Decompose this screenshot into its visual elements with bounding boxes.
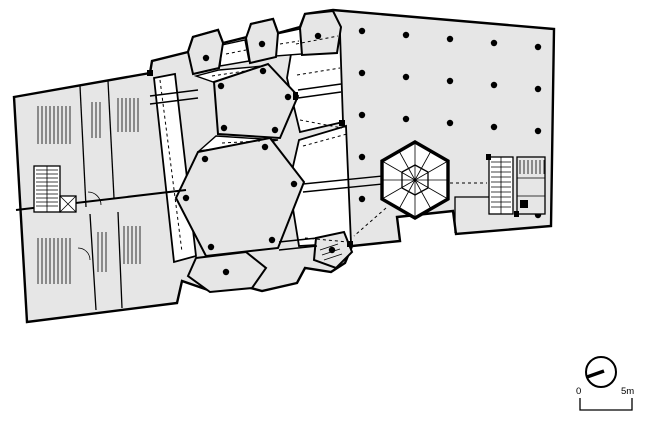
column-dot (220, 124, 228, 132)
hex-room-chain-1 (186, 28, 225, 76)
hex-room-chain-3 (298, 9, 343, 57)
wall-pier (486, 154, 491, 160)
stair-inner-core (401, 164, 429, 196)
left-wing-interior (15, 80, 187, 311)
door-swing (87, 191, 102, 206)
hex-room-cluster (174, 9, 354, 294)
opening-dashed-lines (159, 35, 487, 253)
wall-pier (347, 241, 353, 247)
partition-wall (79, 85, 87, 208)
column-dot (202, 54, 210, 62)
column-dot (534, 43, 542, 51)
column-dot (261, 143, 269, 151)
scale-bar-bracket (579, 398, 633, 411)
shelving-hatch (37, 238, 71, 284)
north-arrow-needle (586, 369, 605, 379)
duct-shaft (520, 200, 528, 208)
column-dot (328, 246, 336, 254)
wall-piers (147, 70, 519, 247)
stair-treads-radial (381, 142, 449, 218)
shelving-hatch (123, 226, 141, 264)
column-dot (258, 40, 266, 48)
north-arrow-icon (585, 356, 617, 388)
column-dot (402, 73, 410, 81)
wall-pier (293, 92, 298, 100)
column-dot (358, 153, 366, 161)
column-dot (314, 32, 322, 40)
hexagonal-spiral-stair (380, 140, 450, 220)
void-wedge-2 (275, 28, 303, 57)
door-swing (77, 247, 91, 261)
column-dot (182, 194, 190, 202)
column-dot (207, 243, 215, 251)
column-dot (446, 119, 454, 127)
wall-pier (339, 120, 345, 126)
column-dot (490, 39, 498, 47)
column-dot (490, 123, 498, 131)
wall-pier (147, 70, 153, 76)
column-dot (534, 127, 542, 135)
bridge-links (149, 83, 384, 251)
shelving-hatch (91, 102, 101, 138)
service-room-partitions (517, 160, 545, 197)
column-dot (446, 77, 454, 85)
partition-wall (117, 211, 123, 309)
column-dot (534, 85, 542, 93)
column-dot (290, 180, 298, 188)
column-dot (358, 111, 366, 119)
column-dot (268, 236, 276, 244)
column-dot (259, 67, 267, 75)
column-dot (217, 82, 225, 90)
wall-pier (514, 211, 519, 217)
column-dot (358, 195, 366, 203)
column-dot (402, 115, 410, 123)
column-dot (271, 126, 279, 134)
column-dot (402, 31, 410, 39)
column-dot (446, 35, 454, 43)
scale-end-label: 5m (621, 386, 634, 397)
column-dot (358, 69, 366, 77)
elevator-cross (59, 195, 77, 213)
partition-wall (107, 80, 115, 199)
right-wing-cores (454, 156, 546, 233)
stair-treads (319, 243, 343, 261)
column-dot (222, 268, 230, 276)
void-wedge-1 (219, 39, 250, 67)
partition-wall (89, 213, 97, 311)
pentagon-room-upper (212, 62, 300, 140)
shelving-hatch (37, 106, 71, 144)
stair-treads (36, 166, 58, 212)
column-dot (490, 81, 498, 89)
shelving-hatch (117, 98, 139, 132)
shelving-hatch (97, 232, 107, 272)
column-dot (358, 27, 366, 35)
scale-start-label: 0 (576, 386, 581, 397)
stair-treads (491, 157, 511, 214)
column-dot (284, 93, 292, 101)
column-dot (201, 155, 209, 163)
scale-bar: 0 5m (576, 386, 634, 411)
partition-wall (454, 196, 489, 233)
